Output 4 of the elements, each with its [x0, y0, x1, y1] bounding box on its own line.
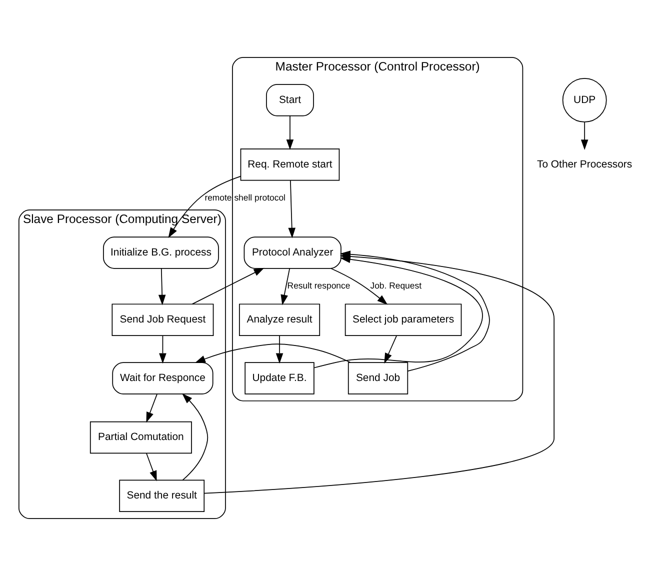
- edge-label: Result responce: [287, 280, 350, 290]
- edge-label: Job. Request: [370, 280, 422, 290]
- edge-label: remote shell protocol: [204, 192, 286, 202]
- node-text: To Other Processors: [537, 159, 632, 170]
